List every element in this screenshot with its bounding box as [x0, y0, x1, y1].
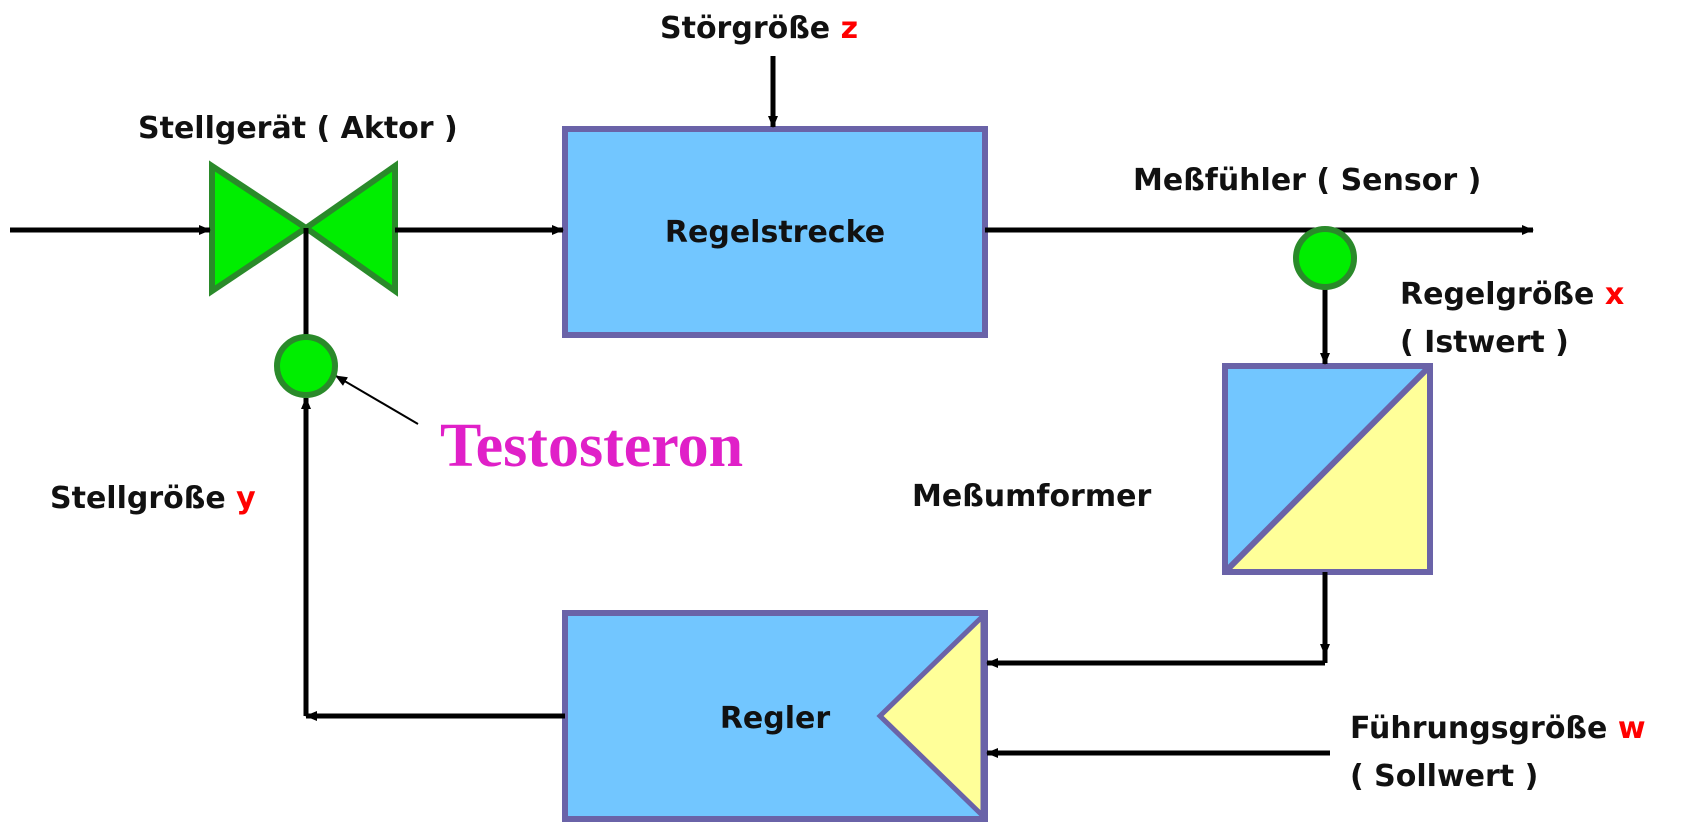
transducer-diagonal [1225, 366, 1430, 572]
transducer-label: Meßumformer [912, 479, 1151, 514]
testosterone-annotation: Testosteron [440, 412, 743, 480]
controller-comparator-triangle [876, 610, 986, 822]
sensor-label: Meßfühler ( Sensor ) [1133, 163, 1481, 198]
disturbance-label: Störgröße z [660, 11, 858, 46]
controller-label: Regler [720, 701, 831, 736]
actuator-label: Stellgerät ( Aktor ) [138, 111, 458, 146]
manipulated-variable-symbol: y [236, 481, 256, 516]
disturbance-symbol: z [841, 11, 858, 46]
reference-sub: ( Sollwert ) [1350, 759, 1538, 794]
transducer-block [1222, 363, 1433, 575]
manipulated-variable-node [274, 334, 338, 398]
controlled-variable-symbol: x [1605, 277, 1624, 312]
controller-block [562, 610, 988, 822]
manipulated-variable-label: Stellgröße y [50, 481, 256, 516]
controlled-variable-sub: ( Istwert ) [1400, 325, 1569, 360]
annotation-pointer [335, 375, 419, 425]
plant-label: Regelstrecke [665, 215, 885, 250]
plant-block [562, 126, 988, 338]
signal-lines [10, 56, 1534, 758]
controlled-variable-label: Regelgröße x [1400, 277, 1624, 312]
reference-label: Führungsgröße w [1350, 711, 1646, 746]
sensor-node [1293, 226, 1357, 290]
reference-symbol: w [1618, 711, 1646, 746]
